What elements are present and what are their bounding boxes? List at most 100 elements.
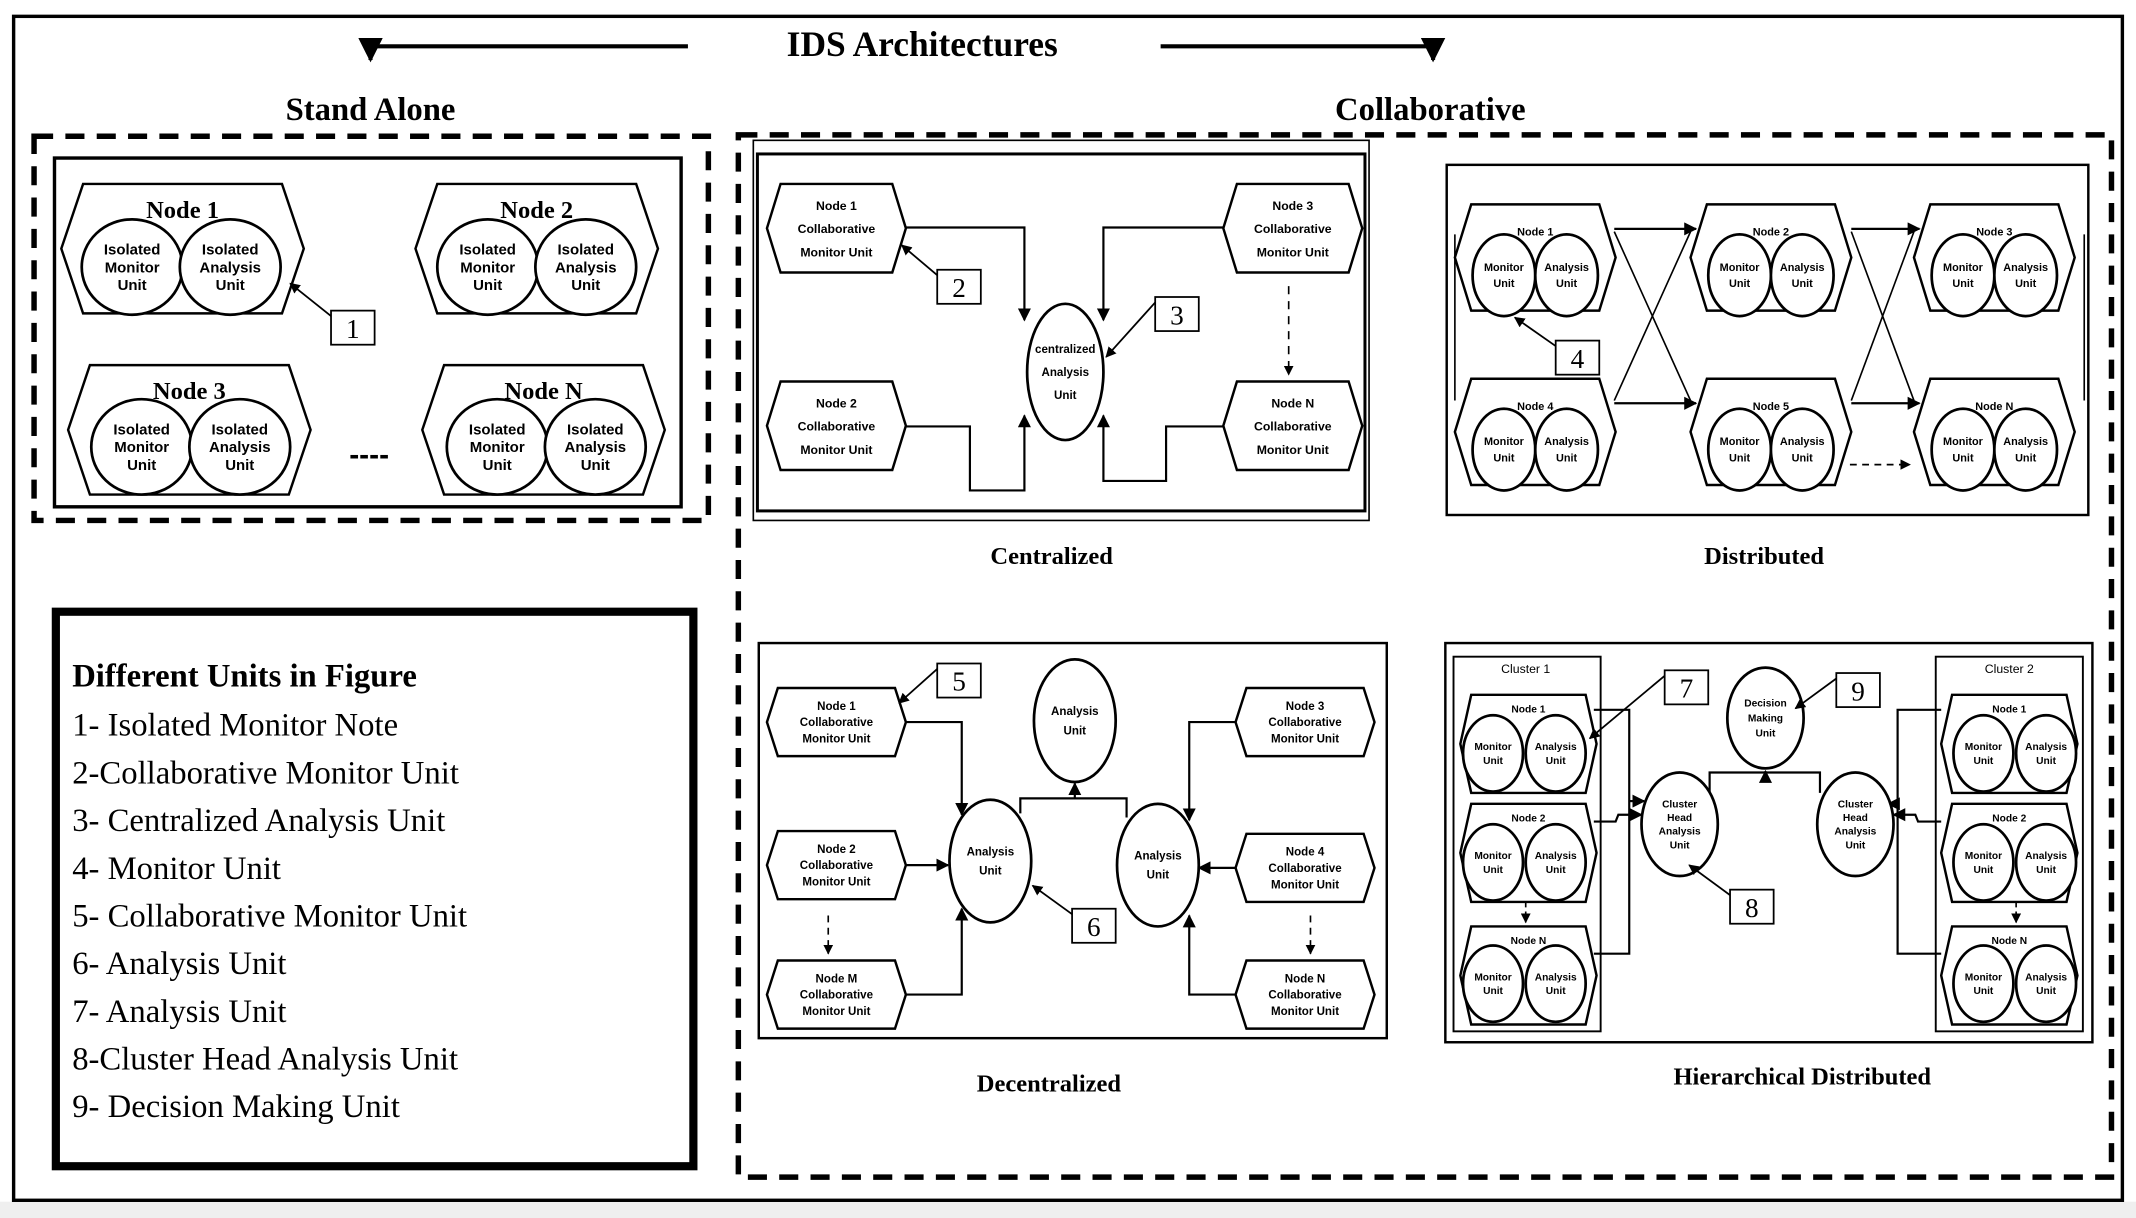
unit-label: Analysis	[2025, 742, 2067, 753]
node-label: Collaborative	[800, 860, 874, 872]
unit-label: Unit	[1952, 453, 1974, 465]
unit-label: Analysis	[209, 439, 271, 456]
unit-label: Isolated	[469, 421, 526, 438]
unit-label: Monitor	[1474, 742, 1511, 753]
node-label: Collaborative	[1268, 863, 1342, 875]
unit-label: Unit	[1483, 865, 1503, 876]
legend-item: 8-Cluster Head Analysis Unit	[72, 1041, 458, 1077]
callout-arrow	[289, 282, 332, 317]
unit-label: Monitor	[1943, 262, 1984, 274]
unit-label: Unit	[127, 457, 156, 474]
legend-item: 1- Isolated Monitor Note	[72, 708, 398, 744]
unit-label: Analysis	[967, 847, 1015, 859]
unit-label: Isolated	[211, 421, 268, 438]
callout-arrow	[1688, 864, 1731, 896]
node-label: Collaborative	[1254, 222, 1332, 236]
unit-label: Cluster	[1662, 799, 1697, 810]
node-label: Node N	[1991, 936, 2027, 947]
callout-3: 3	[1170, 300, 1184, 330]
legend-item: 2-Collaborative Monitor Unit	[72, 755, 459, 791]
node-label: Monitor Unit	[800, 245, 872, 259]
node-label: Node 3	[153, 378, 226, 405]
callout-6: 6	[1087, 912, 1101, 942]
isolated-analysis-unit	[534, 217, 638, 317]
unit-label: Analysis	[199, 259, 261, 276]
collaborative-monitor-unit	[765, 829, 908, 901]
callout-arrow	[1513, 316, 1557, 347]
monitor-unit	[1471, 407, 1537, 492]
unit-label: Unit	[1556, 278, 1578, 290]
unit-label: Unit	[1546, 986, 1566, 997]
unit-label: Unit	[1974, 865, 1994, 876]
unit-label: Monitor	[460, 259, 515, 276]
legend-item: 9- Decision Making Unit	[72, 1089, 400, 1125]
node-label: Collaborative	[798, 222, 876, 236]
node-label: Collaborative	[800, 717, 874, 729]
title-arrow-left	[358, 37, 688, 63]
analysis-unit	[1524, 822, 1588, 902]
unit-label: Unit	[1493, 278, 1515, 290]
cluster-label: Cluster 2	[1985, 662, 2034, 676]
unit-label: Unit	[1729, 278, 1751, 290]
callout-arrow	[898, 668, 938, 704]
analysis-unit	[1524, 944, 1588, 1024]
cluster-box	[1934, 655, 2084, 1033]
node-label: Node 1	[1511, 705, 1545, 716]
monitor-unit	[1461, 713, 1525, 793]
node-label: Monitor Unit	[802, 733, 870, 745]
unit-label: Analysis	[565, 439, 627, 456]
hierarchical-distributed-label: Hierarchical Distributed	[1673, 1063, 1931, 1090]
unit-label: Unit	[1546, 756, 1566, 767]
unit-label: Unit	[2015, 453, 2037, 465]
callout-9-box	[1835, 672, 1881, 708]
stand-alone-heading: Stand Alone	[286, 92, 456, 128]
analysis-unit	[1533, 232, 1600, 318]
centralized-frame-outer	[752, 139, 1370, 522]
callout-arrow	[900, 244, 938, 276]
unit-label: Unit	[1729, 453, 1751, 465]
analysis-unit	[1533, 407, 1600, 492]
legend-item: 5- Collaborative Monitor Unit	[72, 898, 467, 934]
unit-label: Unit	[1845, 840, 1865, 851]
callout-arrow	[1031, 884, 1073, 915]
node-label: Node 2	[1992, 814, 2026, 825]
callout-arrow	[1794, 677, 1837, 710]
node-label: Node N	[1271, 397, 1314, 411]
unit-label: Monitor	[114, 439, 169, 456]
decentralized-frame	[757, 641, 1388, 1040]
collaborative-monitor-unit	[765, 686, 908, 758]
node-label: Node N	[504, 378, 583, 405]
node-label: Node 4	[1517, 401, 1553, 413]
unit-label: Monitor	[1484, 436, 1525, 448]
node-label: Collaborative	[798, 420, 876, 434]
unit-label: Analysis	[1535, 972, 1577, 983]
unit-label: Isolated	[557, 242, 614, 259]
unit-label: Unit	[1483, 756, 1503, 767]
cluster-label: Cluster 1	[1501, 662, 1550, 676]
callout-5: 5	[952, 667, 966, 697]
monitor-unit	[1706, 232, 1773, 318]
analysis-unit	[1115, 802, 1201, 928]
legend-box	[51, 607, 698, 1171]
connector-line	[905, 414, 1031, 492]
unit-label: Unit	[571, 277, 600, 294]
node-label: Node 1	[816, 199, 857, 213]
cluster-box	[1452, 655, 1602, 1033]
collaborative-monitor-unit	[765, 959, 908, 1030]
unit-label: Unit	[2036, 865, 2056, 876]
connector-line	[1613, 231, 1692, 401]
unit-label: Unit	[1556, 453, 1578, 465]
connector-line	[1182, 914, 1236, 996]
callout-arrow	[1588, 675, 1666, 740]
callout-3-box	[1154, 296, 1200, 332]
unit-label: Analysis	[1834, 827, 1876, 838]
legend-item: 6- Analysis Unit	[72, 946, 286, 982]
analysis-unit	[2014, 713, 2078, 793]
isolated-analysis-unit	[178, 217, 282, 317]
stand-alone-frame	[52, 156, 683, 509]
isolated-analysis-unit	[543, 397, 648, 496]
unit-label: Unit	[1670, 840, 1690, 851]
analysis-unit	[1992, 232, 2059, 318]
callout-4-box	[1554, 339, 1601, 376]
